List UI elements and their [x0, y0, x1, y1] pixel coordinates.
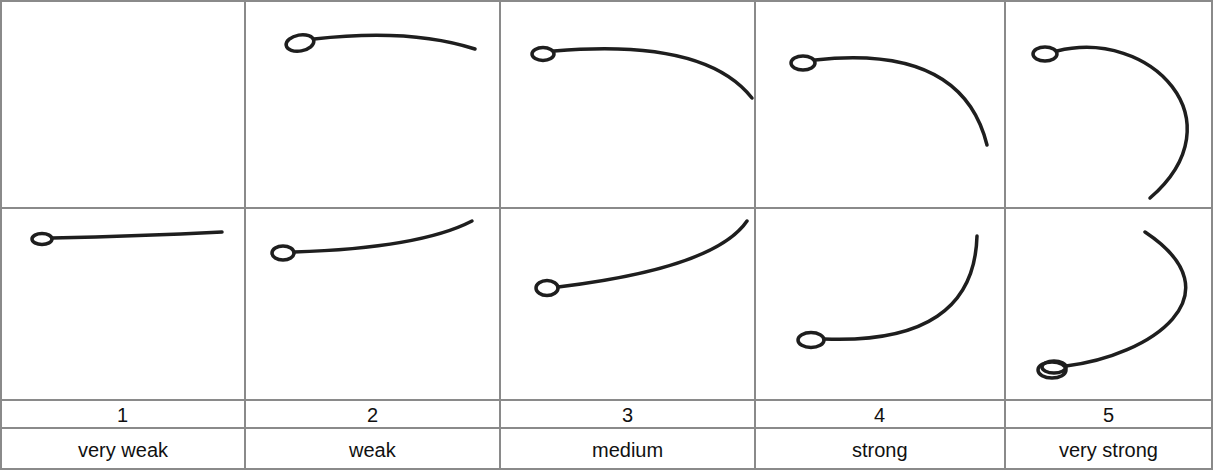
scale-label: weak	[349, 438, 396, 462]
scale-label: very weak	[78, 438, 168, 462]
scale-number: 3	[622, 403, 633, 427]
scale-label: strong	[852, 438, 908, 462]
scale-label: medium	[592, 438, 663, 462]
scale-number: 1	[117, 403, 128, 427]
hook-curves	[32, 33, 1187, 378]
scale-number: 4	[874, 403, 885, 427]
scale-label: very strong	[1059, 438, 1158, 462]
scale-number: 5	[1103, 403, 1114, 427]
scale-number: 2	[367, 403, 378, 427]
